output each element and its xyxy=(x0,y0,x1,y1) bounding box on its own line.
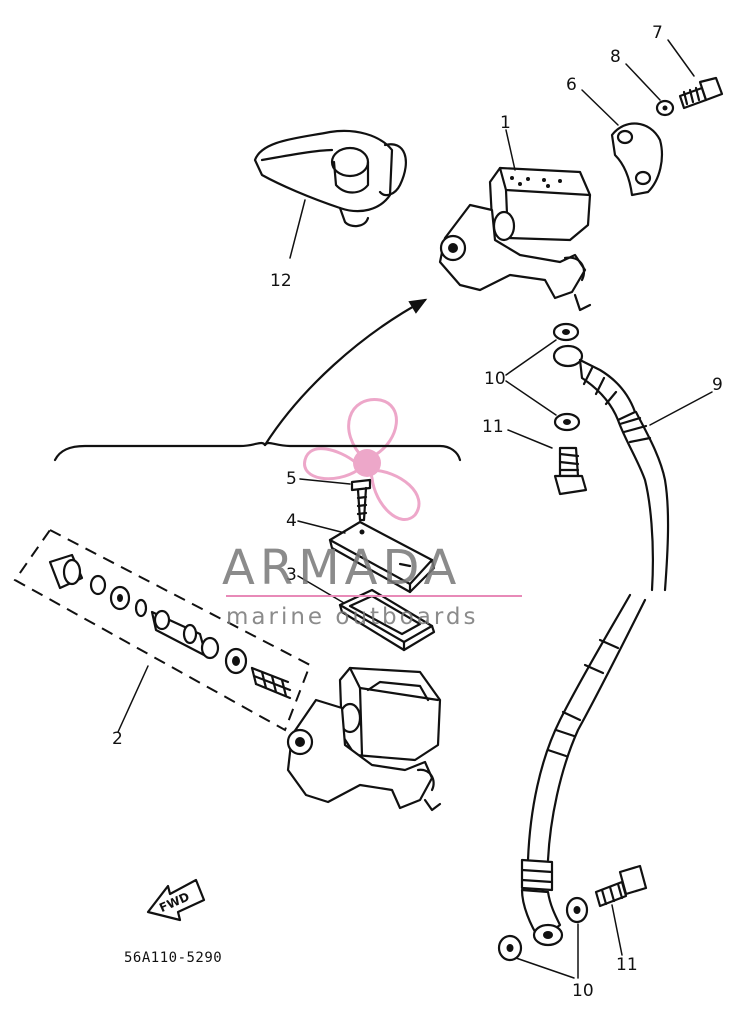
part-8-washer xyxy=(655,99,675,117)
watermark-propeller-logo xyxy=(303,398,421,521)
part-10-washer-lower-b xyxy=(565,896,589,924)
part-11-banjo-bolt-lower xyxy=(594,864,648,908)
part-12-reservoir-cover xyxy=(253,129,407,228)
callout-12: 12 xyxy=(270,271,292,291)
part-10-washer-upper-b xyxy=(553,412,581,432)
callout-11-lower: 11 xyxy=(616,955,638,975)
callout-6: 6 xyxy=(566,75,577,95)
callout-10-lower: 10 xyxy=(572,981,594,1001)
fwd-direction-arrow: FWD xyxy=(146,878,206,922)
watermark-tagline: marine outboards xyxy=(226,604,478,630)
callout-11-upper: 11 xyxy=(482,417,504,437)
watermark-brand: ARMADA xyxy=(222,540,461,596)
master-cylinder-body-exploded xyxy=(286,666,442,812)
callout-2: 2 xyxy=(112,729,123,749)
part-11-banjo-bolt-upper xyxy=(553,446,588,496)
part-10-washer-lower-a xyxy=(497,934,523,962)
part-6-clamp xyxy=(610,122,664,197)
callout-1: 1 xyxy=(500,113,511,133)
part-9-brake-hose xyxy=(520,344,670,947)
part-7-bolt xyxy=(678,76,724,110)
callout-3: 3 xyxy=(286,565,297,585)
callout-5: 5 xyxy=(286,469,297,489)
drawing-code: 56A110-5290 xyxy=(124,950,222,966)
assembly-arrow xyxy=(263,298,428,447)
part-4-reservoir-cap xyxy=(328,520,436,594)
part-5-screw xyxy=(350,478,372,522)
group-bracket xyxy=(53,441,462,462)
callout-10-upper: 10 xyxy=(484,369,506,389)
callout-9: 9 xyxy=(712,375,723,395)
callout-7: 7 xyxy=(652,23,663,43)
part-1-master-cylinder xyxy=(438,166,592,312)
callout-4: 4 xyxy=(286,511,297,531)
part-10-washer-upper-a xyxy=(552,322,580,342)
part-2-piston-kit xyxy=(13,528,312,732)
callout-8: 8 xyxy=(610,47,621,67)
